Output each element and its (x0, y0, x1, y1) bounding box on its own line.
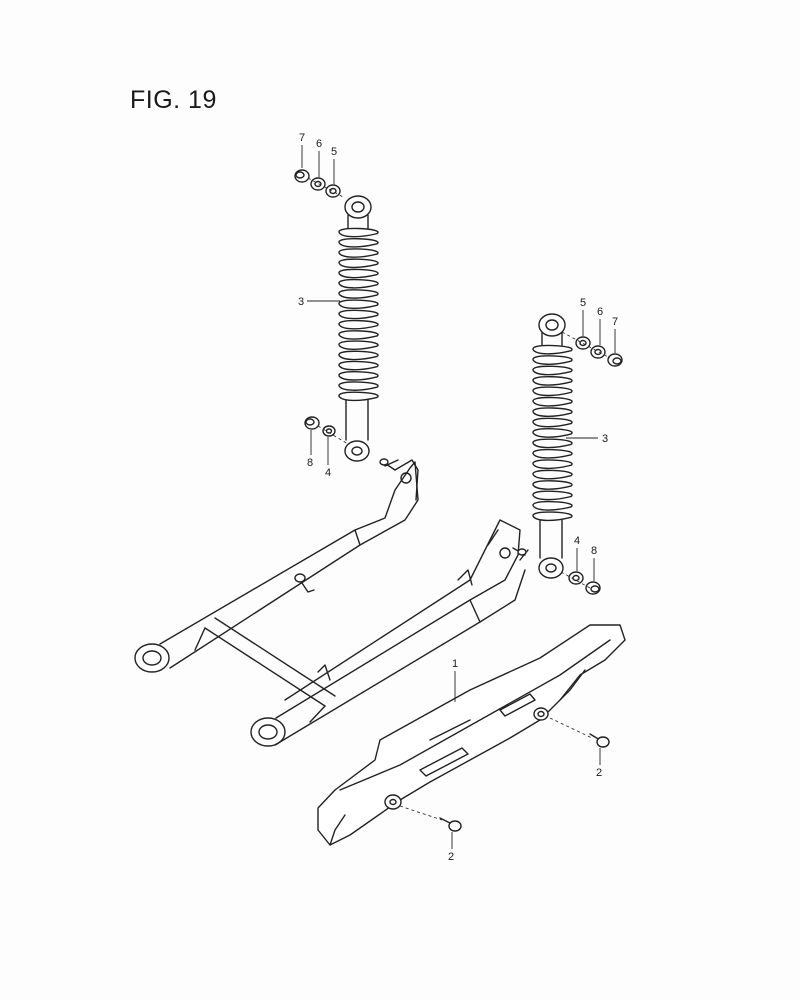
svg-text:6: 6 (597, 306, 603, 318)
callout-8-right: 8 (591, 545, 597, 581)
right-shock-bottom-hardware (560, 571, 601, 595)
callout-labels: 7 6 5 3 8 4 (298, 132, 618, 863)
callout-1: 1 (452, 658, 458, 702)
svg-text:4: 4 (325, 467, 331, 479)
left-shock-bottom-hardware (304, 416, 349, 445)
callout-4-left: 4 (325, 437, 331, 479)
svg-text:5: 5 (580, 297, 586, 309)
svg-text:8: 8 (591, 545, 597, 557)
left-rear-shock (338, 195, 379, 462)
svg-text:7: 7 (299, 132, 305, 144)
callout-2-rear: 2 (596, 748, 602, 779)
svg-text:6: 6 (316, 138, 322, 150)
right-rear-shock (532, 313, 573, 579)
chain-case (317, 624, 626, 846)
callout-7-left: 7 (299, 132, 305, 168)
svg-text:3: 3 (298, 296, 304, 308)
callout-5-left: 5 (331, 146, 337, 184)
svg-text:4: 4 (574, 535, 580, 547)
callout-2-front: 2 (448, 832, 454, 863)
svg-text:8: 8 (307, 457, 313, 469)
callout-5-right: 5 (580, 297, 586, 336)
chain-case-bolts (399, 717, 610, 832)
svg-text:2: 2 (596, 767, 602, 779)
callout-6-right: 6 (597, 306, 603, 345)
callout-3-left: 3 (298, 296, 340, 308)
callout-7-right: 7 (612, 316, 618, 353)
svg-text:2: 2 (448, 851, 454, 863)
svg-text:5: 5 (331, 146, 337, 158)
figure-title: FIG. 19 (130, 86, 217, 114)
callout-6-left: 6 (316, 138, 322, 177)
swing-arm (134, 458, 529, 747)
svg-text:7: 7 (612, 316, 618, 328)
svg-text:3: 3 (602, 433, 608, 445)
callout-4-right: 4 (574, 535, 580, 571)
left-shock-top-hardware (294, 169, 346, 199)
svg-text:1: 1 (452, 658, 458, 670)
right-shock-top-hardware (561, 331, 623, 367)
callout-8-left: 8 (307, 430, 313, 469)
callout-3-right: 3 (566, 433, 608, 445)
